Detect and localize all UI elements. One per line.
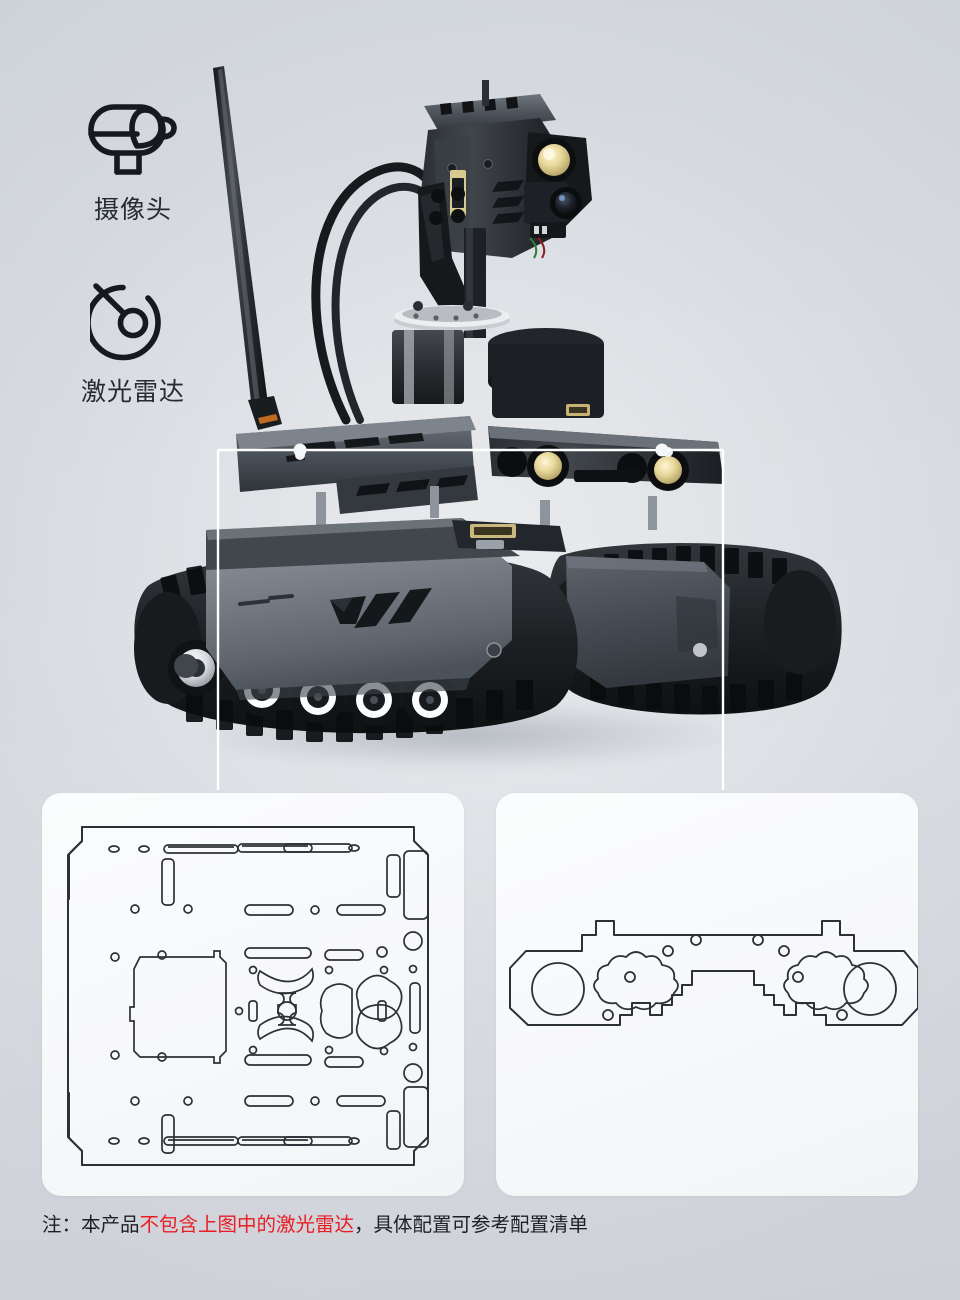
legend-item-lidar: 激光雷达 [48,278,218,408]
footnote-prefix: 注：本产品 [42,1213,140,1236]
chassis-side-bracket-drawing [509,920,918,1026]
chassis-base-plate-drawing [67,826,429,1166]
legend-label-lidar: 激光雷达 [80,377,185,406]
legend-item-camera: 摄像头 [48,96,218,226]
detail-panel-side-bracket [496,793,918,1196]
footnote-suffix: ，具体配置可参考配置清单 [354,1213,589,1236]
brand-chevron-logo [330,588,432,628]
detail-panel-base-plate [42,793,464,1196]
upper-deck-plate [236,416,724,534]
footnote-highlight: 不包含上图中的激光雷达 [139,1213,355,1236]
pan-tilt-camera-turret [311,80,592,425]
camera-module [524,182,582,259]
hull-top-rail [206,518,566,570]
drive-sprocket [168,640,224,696]
tracked-robot-product-image [134,66,842,742]
antenna [213,66,282,430]
lidar-radar-icon [48,278,218,364]
lidar-module [488,328,604,418]
legend-label-camera: 摄像头 [93,195,172,224]
cctv-camera-icon [48,96,218,182]
rear-armor-plate [566,556,730,688]
gimbal-bearing [394,301,510,331]
footnote: 注：本产品不包含上图中的激光雷达，具体配置可参考配置清单 [42,1211,588,1239]
front-headlights [497,445,689,491]
